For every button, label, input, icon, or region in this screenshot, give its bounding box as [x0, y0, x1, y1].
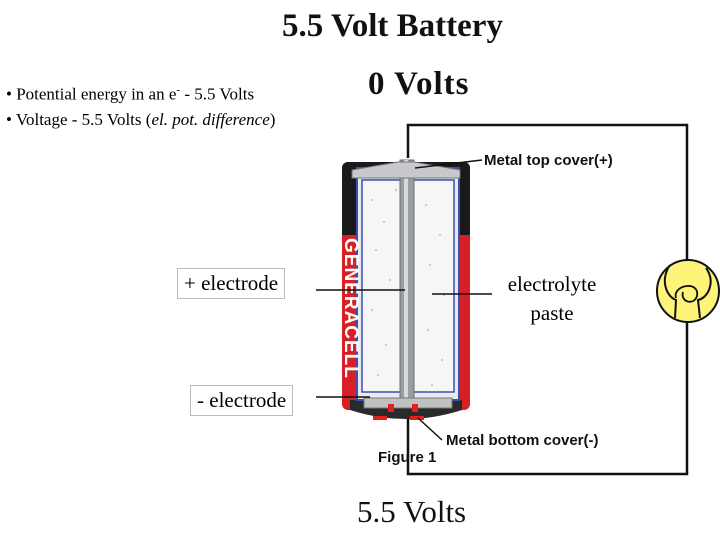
minus-mark-left: [373, 416, 387, 420]
electrolyte-paste-label: electrolyte paste: [492, 270, 612, 328]
callout-line-top-cover: [414, 159, 483, 169]
bullet-list: • Potential energy in an e- - 5.5 Volts …: [6, 78, 275, 132]
top-voltage-label: 0 Volts: [368, 66, 470, 102]
callout-top-cover: Metal top cover(+): [484, 152, 613, 169]
minus-electrode-label: - electrode: [190, 385, 294, 416]
minus-mark-right: [410, 416, 424, 420]
plus-electrode-label: + electrode: [177, 268, 286, 299]
circuit-wire: [406, 123, 689, 262]
page-title: 5.5 Volt Battery: [282, 8, 503, 44]
figure-caption: Figure 1: [378, 449, 437, 466]
callout-bottom-cover: Metal bottom cover(-): [446, 432, 599, 449]
bottom-voltage-label: 5.5 Volts: [357, 494, 467, 529]
circuit-wire-bottom: [406, 320, 689, 476]
light-bulb-icon: [656, 259, 720, 323]
battery-brand-text: GENERACELL: [340, 238, 361, 379]
bullet-voltage: • Voltage - 5.5 Volts (el. pot. differen…: [6, 109, 276, 129]
bullet-potential-energy: • Potential energy in an e- - 5.5 Volts: [6, 84, 255, 104]
battery-cutaway: [342, 159, 470, 420]
callout-line-bottom-cover: [417, 417, 443, 441]
